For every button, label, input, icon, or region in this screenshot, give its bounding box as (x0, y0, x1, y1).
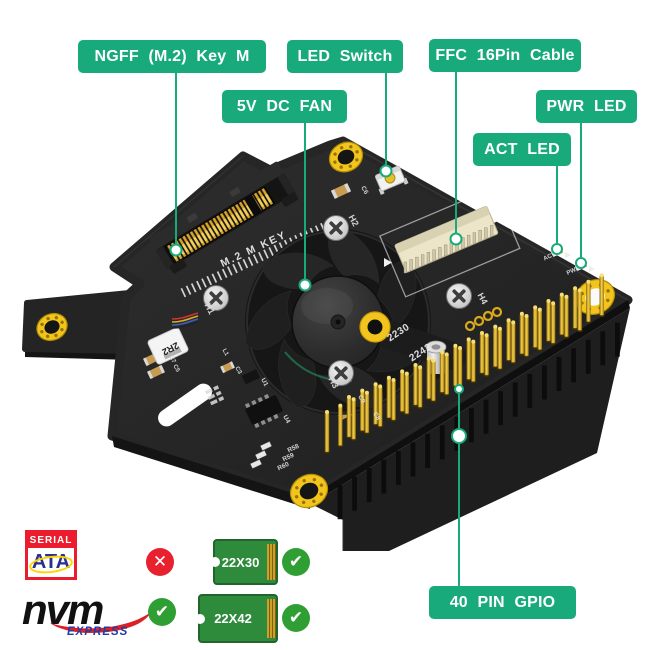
gpio-pin (425, 356, 432, 401)
callout-led-switch: LED Switch (287, 40, 403, 73)
gpio-pin (430, 358, 437, 403)
serial-ata-logo: SERIAL ATA (25, 530, 77, 580)
gpio-pin (523, 314, 530, 358)
gpio-pin (558, 292, 565, 337)
gpio-pin (585, 279, 592, 324)
silkscreen-text: C5 (171, 364, 180, 374)
silkscreen-text: R59 (281, 452, 295, 464)
module-size-label: 22X42 (214, 611, 252, 626)
nvme-logo-nvm-text: nvm (22, 586, 104, 633)
gpio-pin (478, 331, 486, 375)
check-icon: ✔ (282, 604, 310, 632)
silkscreen-text: C3 (233, 366, 242, 376)
gpio-pin (496, 326, 504, 371)
callout-40-pin-gpio: 40 PIN GPIO (429, 586, 576, 619)
screw (323, 215, 349, 241)
check-icon: ✔ (148, 598, 176, 626)
gpio-pin (399, 369, 406, 414)
gpio-pin (598, 273, 605, 318)
silkscreen-text: U1 (259, 377, 269, 388)
nvme-logo-express-text: EXPRESS (67, 626, 129, 638)
module-notch (195, 613, 205, 624)
gpio-pin (416, 365, 424, 410)
silkscreen-text: R60 (276, 461, 290, 473)
silkscreen-text: H2 (347, 213, 361, 228)
screw (203, 285, 229, 311)
gpio-pin (438, 350, 446, 395)
gpio-pin (549, 301, 557, 346)
silkscreen-text: H3 (327, 375, 341, 390)
screw (328, 360, 354, 386)
silkscreen-text: U4 (281, 414, 291, 425)
callout-pwr-led: PWR LED (536, 90, 637, 123)
silkscreen-text: C7 (167, 355, 176, 365)
mounting-hole (328, 141, 364, 173)
gpio-pin (576, 288, 583, 333)
callout-ffc-cable: FFC 16Pin Cable (429, 39, 581, 72)
silkscreen-text: C9 (356, 394, 366, 405)
mounting-hole (36, 312, 68, 342)
gpio-pin (532, 305, 539, 350)
module-size-label: 22X30 (221, 554, 260, 570)
silkscreen-text: R58 (286, 443, 300, 455)
gpio-pin (363, 390, 371, 435)
mounting-hole (289, 473, 329, 509)
silkscreen-text: ACT (543, 252, 557, 263)
module-22x30: 22X30 (210, 539, 278, 585)
silkscreen-text: H1 (203, 301, 217, 316)
sata-logo-ata-text: ATA (31, 551, 71, 573)
gpio-pin (385, 375, 393, 420)
silkscreen-arrow (384, 258, 392, 267)
gpio-pin (518, 311, 526, 356)
gpio-pin (545, 299, 552, 343)
gpio-pin (377, 384, 384, 429)
gpio-pin (412, 363, 419, 407)
gpio-pin (403, 371, 410, 416)
nvme-swoosh (50, 612, 151, 633)
m2-connector (149, 161, 299, 274)
gpio-pin (443, 352, 450, 397)
silkscreen-text: PWR (566, 265, 582, 277)
soic-chip (244, 393, 283, 429)
silkscreen-text: L1 (221, 348, 230, 358)
gpio-pin (345, 395, 353, 439)
silkscreen-text: C8 (371, 411, 381, 422)
screw (446, 283, 472, 309)
module-22x42: 22X42 (195, 594, 278, 643)
gpio-pin (350, 397, 357, 442)
gpio-pin (571, 286, 579, 331)
gpio-pin (323, 410, 331, 454)
ffc-connector (379, 186, 521, 298)
gpio-pin (536, 307, 543, 352)
gpio-pin (337, 403, 344, 448)
callout-5v-dc-fan: 5V DC FAN (222, 90, 347, 123)
gpio-pin (465, 337, 472, 382)
gpio-pin (483, 333, 490, 378)
callout-ngff-m2-key-m: NGFF (M.2) Key M (78, 40, 266, 73)
gpio-pin (372, 382, 379, 427)
gpio-pin (563, 294, 570, 339)
silkscreen-text: H4 (476, 291, 490, 306)
module-notch (210, 557, 220, 567)
gpio-pin (492, 324, 499, 369)
silkscreen-text: C6 (359, 185, 369, 196)
module-gold-fingers (267, 544, 276, 580)
fan-wires (171, 312, 199, 329)
gpio-pin (359, 388, 366, 433)
sata-logo-serial-text: SERIAL (28, 533, 74, 548)
cross-icon: ✕ (146, 548, 174, 576)
inductor-2r2 (147, 327, 189, 365)
nvme-logo: nvm EXPRESS (20, 588, 160, 646)
gpio-pin (505, 318, 512, 363)
gpio-pin (470, 339, 477, 384)
leader-lines (169, 72, 587, 586)
gpio-pin (390, 378, 397, 422)
callout-act-led: ACT LED (473, 133, 571, 166)
check-icon: ✔ (282, 548, 310, 576)
module-gold-fingers (267, 599, 276, 638)
gpio-pin (510, 320, 517, 365)
